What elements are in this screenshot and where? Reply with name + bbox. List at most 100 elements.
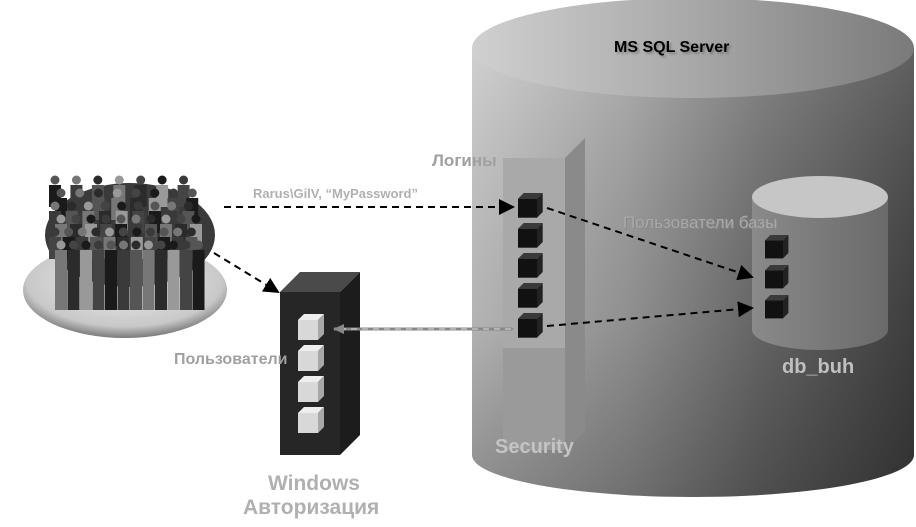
- db-user-cube: [765, 235, 789, 259]
- person-head: [50, 175, 60, 185]
- person-body: [192, 250, 205, 310]
- person-head: [94, 240, 103, 250]
- users-label: Пользователи: [174, 351, 288, 368]
- authorization-label: Авторизация: [243, 496, 380, 519]
- logins-label: Логины: [432, 151, 497, 170]
- person-head: [186, 227, 196, 237]
- person-head: [112, 188, 122, 198]
- person-head: [183, 201, 193, 211]
- login-to-dbuser-arrow-2: [546, 301, 754, 327]
- person-body: [105, 250, 117, 310]
- person-head: [167, 201, 177, 211]
- person-head: [114, 175, 124, 185]
- person-head: [67, 201, 77, 211]
- windows-user-cube: [298, 314, 324, 340]
- person-head: [91, 227, 101, 237]
- person-head: [71, 214, 81, 224]
- person-head: [173, 227, 183, 237]
- person-head: [131, 214, 141, 224]
- person-head: [56, 188, 66, 198]
- person-head: [194, 240, 203, 250]
- person-body: [167, 250, 180, 310]
- db-users-label: Пользователи базы: [623, 213, 778, 232]
- login-cube: [518, 193, 543, 218]
- login-cube: [518, 313, 543, 338]
- person-head: [133, 201, 143, 211]
- login-cube: [518, 283, 543, 308]
- person-head: [169, 240, 178, 250]
- person-body: [117, 250, 130, 310]
- person-head: [157, 175, 167, 185]
- person-head: [117, 201, 127, 211]
- login-cube: [518, 223, 543, 248]
- db-user-cube: [765, 295, 789, 319]
- person-head: [56, 214, 66, 224]
- credentials-label: Rarus\GilV, “MyPassword”: [253, 186, 418, 201]
- person-head: [50, 201, 60, 211]
- person-head: [69, 240, 78, 250]
- person-head: [118, 227, 128, 237]
- person-body: [55, 250, 67, 310]
- person-body: [92, 250, 105, 310]
- people-figures: [49, 175, 205, 310]
- person-head: [181, 240, 191, 250]
- db-buh-cylinder: [752, 176, 888, 350]
- person-head: [191, 214, 201, 224]
- person-body: [67, 250, 80, 310]
- login-cube: [518, 253, 543, 278]
- person-head: [132, 227, 142, 237]
- person-head: [150, 201, 160, 211]
- person-head: [50, 227, 60, 237]
- person-head: [187, 188, 197, 198]
- windows-login-link-arrow: [333, 324, 517, 334]
- person-head: [161, 214, 171, 224]
- person-head: [119, 240, 128, 250]
- person-head: [131, 188, 141, 198]
- login-to-dbuser-arrow-1: [546, 207, 754, 281]
- server-title: MS SQL Server: [614, 39, 730, 56]
- person-head: [56, 240, 66, 250]
- person-head: [146, 214, 156, 224]
- person-head: [145, 227, 155, 237]
- person-body: [130, 250, 142, 310]
- person-body: [180, 250, 192, 310]
- person-head: [86, 214, 96, 224]
- person-head: [106, 240, 116, 250]
- person-body: [80, 250, 92, 310]
- person-body: [142, 250, 155, 310]
- person-head: [64, 227, 74, 237]
- db-user-cube: [765, 265, 789, 289]
- person-head: [94, 188, 103, 198]
- person-head: [100, 201, 110, 211]
- windows-user-cube: [298, 407, 324, 433]
- person-head: [131, 240, 141, 250]
- users-to-windows-arrow: [213, 252, 280, 294]
- person-head: [159, 227, 169, 237]
- windows-user-cubes: [298, 314, 324, 433]
- person-head: [169, 188, 178, 198]
- person-body: [155, 250, 167, 310]
- users-group-illustration: [23, 175, 227, 338]
- person-head: [179, 175, 189, 185]
- person-head: [71, 175, 81, 185]
- person-head: [81, 240, 91, 250]
- person-head: [136, 175, 146, 185]
- person-head: [101, 214, 111, 224]
- security-label: Security: [495, 436, 574, 458]
- windows-label: Windows: [268, 472, 360, 495]
- person-head: [116, 214, 126, 224]
- person-head: [150, 188, 160, 198]
- person-head: [83, 201, 93, 211]
- person-head: [75, 188, 85, 198]
- person-head: [77, 227, 87, 237]
- person-head: [156, 240, 166, 250]
- db-buh-label: db_buh: [782, 356, 855, 378]
- windows-user-cube: [298, 345, 324, 371]
- person-head: [105, 227, 115, 237]
- logins-panel: [503, 138, 585, 450]
- windows-user-cube: [298, 376, 324, 402]
- person-head: [93, 175, 103, 185]
- login-cubes: [518, 193, 543, 338]
- db-user-cubes: [765, 235, 789, 319]
